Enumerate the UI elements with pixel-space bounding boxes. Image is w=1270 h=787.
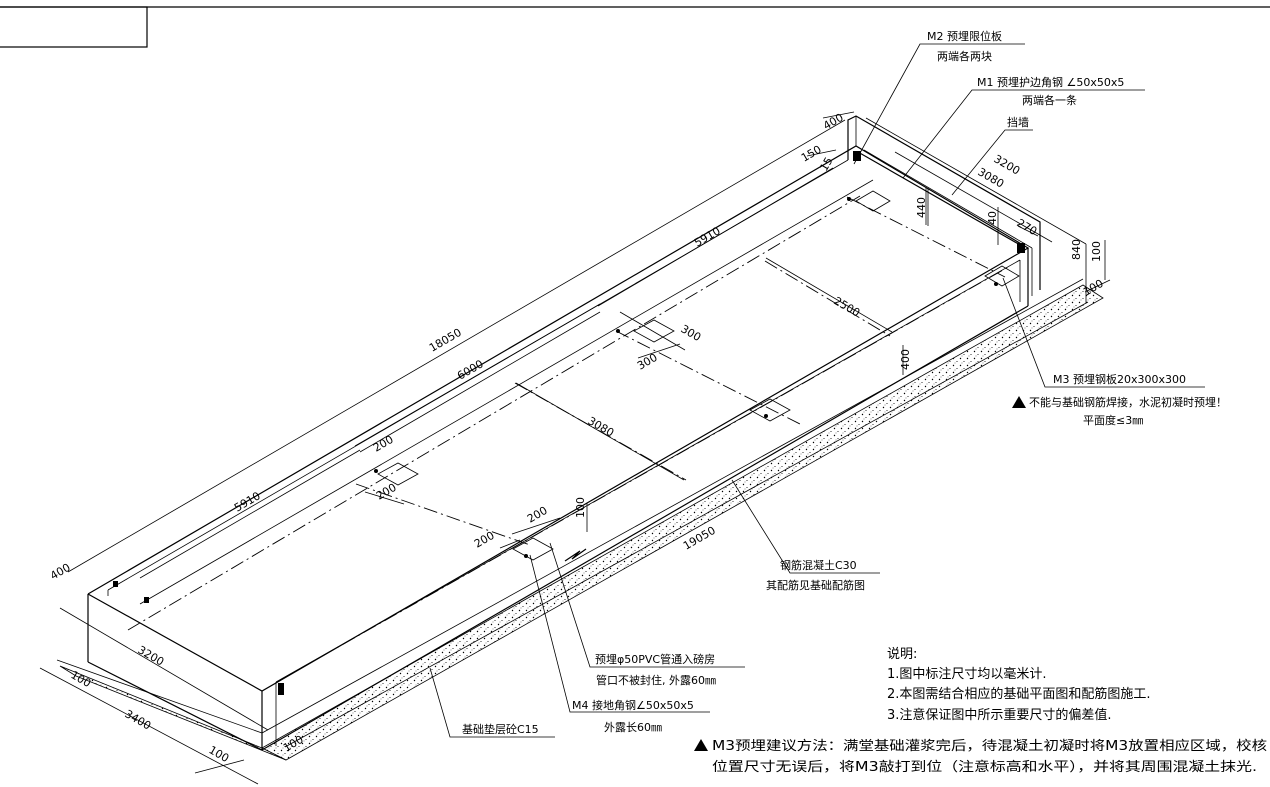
m1-sublabel: 两端各一条 bbox=[1022, 93, 1077, 107]
m4-label: M4 接地角钢∠50x50x5 bbox=[572, 699, 694, 712]
dim-3080-mid: 3080 bbox=[586, 414, 617, 439]
notes-heading: 说明: bbox=[887, 647, 917, 662]
dim-400-mid: 400 bbox=[899, 349, 912, 370]
m3-method-line-2: 位置尺寸无误后，将M3敲打到位（注意标高和水平），并将其周围混凝土抹光. bbox=[712, 759, 1257, 775]
note-item-1: 1.图中标注尺寸均以毫米计. bbox=[887, 666, 1047, 682]
dim-100-mid: 100 bbox=[574, 497, 587, 518]
dim-3200-left: 3200 bbox=[136, 643, 167, 668]
m3-warning: 不能与基础钢筋焊接，水泥初凝时预埋！ bbox=[1029, 395, 1227, 409]
concrete-sublabel: 其配筋见基础配筋图 bbox=[766, 578, 865, 592]
m2-label: M2 预埋限位板 bbox=[927, 29, 1002, 43]
dim-200-b: 200 bbox=[374, 481, 399, 503]
m3-label: M3 预埋钢板20x300x300 bbox=[1053, 372, 1186, 386]
cushion-label: 基础垫层砼C15 bbox=[462, 722, 539, 736]
dim-300-b: 300 bbox=[635, 351, 660, 373]
dim-400-left: 400 bbox=[48, 561, 73, 583]
dim-18050: 18050 bbox=[427, 326, 464, 355]
dim-5910-top: 5910 bbox=[692, 224, 723, 249]
m3-method-line-1: M3预埋建议方法：满堂基础灌浆完后，待混凝土初凝时将M3放置相应区域，校核 bbox=[712, 738, 1267, 754]
dim-15: 15 bbox=[817, 155, 835, 174]
dim-200-a: 200 bbox=[371, 433, 396, 455]
wall-label: 挡墙 bbox=[1007, 115, 1029, 129]
centerlines bbox=[127, 195, 1011, 681]
dim-440: 440 bbox=[915, 197, 928, 218]
title-block-frame bbox=[0, 6, 1270, 48]
concrete-label: 钢筋混凝土C30 bbox=[780, 558, 857, 572]
cushion-layer bbox=[56, 278, 1104, 761]
dimension-lines bbox=[39, 111, 1111, 785]
m1-label: M1 预埋护边角钢 ∠50x50x5 bbox=[977, 75, 1124, 89]
dim-100-bot-a: 100 bbox=[207, 743, 232, 765]
dim-300-a: 300 bbox=[679, 322, 704, 344]
m4-sublabel: 外露长60㎜ bbox=[604, 721, 662, 734]
dim-2500: 2500 bbox=[832, 294, 863, 319]
m3-flatness: 平面度≤3㎜ bbox=[1083, 413, 1143, 427]
note-item-2: 2.本图需结合相应的基础平面图和配筋图施工. bbox=[887, 686, 1151, 702]
m2-sublabel: 两端各两块 bbox=[937, 49, 992, 63]
pvc-label: 预埋φ50PVC管通入磅房 bbox=[595, 652, 715, 666]
dim-3400: 3400 bbox=[123, 707, 154, 732]
dim-40: 40 bbox=[986, 211, 999, 225]
warning-triangle-icon bbox=[1012, 396, 1026, 408]
dim-100-right-v: 100 bbox=[1090, 241, 1103, 262]
leader-lines bbox=[429, 43, 1205, 738]
method-triangle-icon bbox=[694, 739, 708, 751]
note-item-3: 3.注意保证图中所示重要尺寸的偏差值. bbox=[887, 707, 1112, 723]
dim-840: 840 bbox=[1070, 239, 1083, 260]
dim-5910-bot: 5910 bbox=[232, 489, 263, 514]
m3-plates bbox=[374, 190, 1020, 562]
pvc-sublabel: 管口不被封住, 外露60㎜ bbox=[596, 673, 716, 687]
